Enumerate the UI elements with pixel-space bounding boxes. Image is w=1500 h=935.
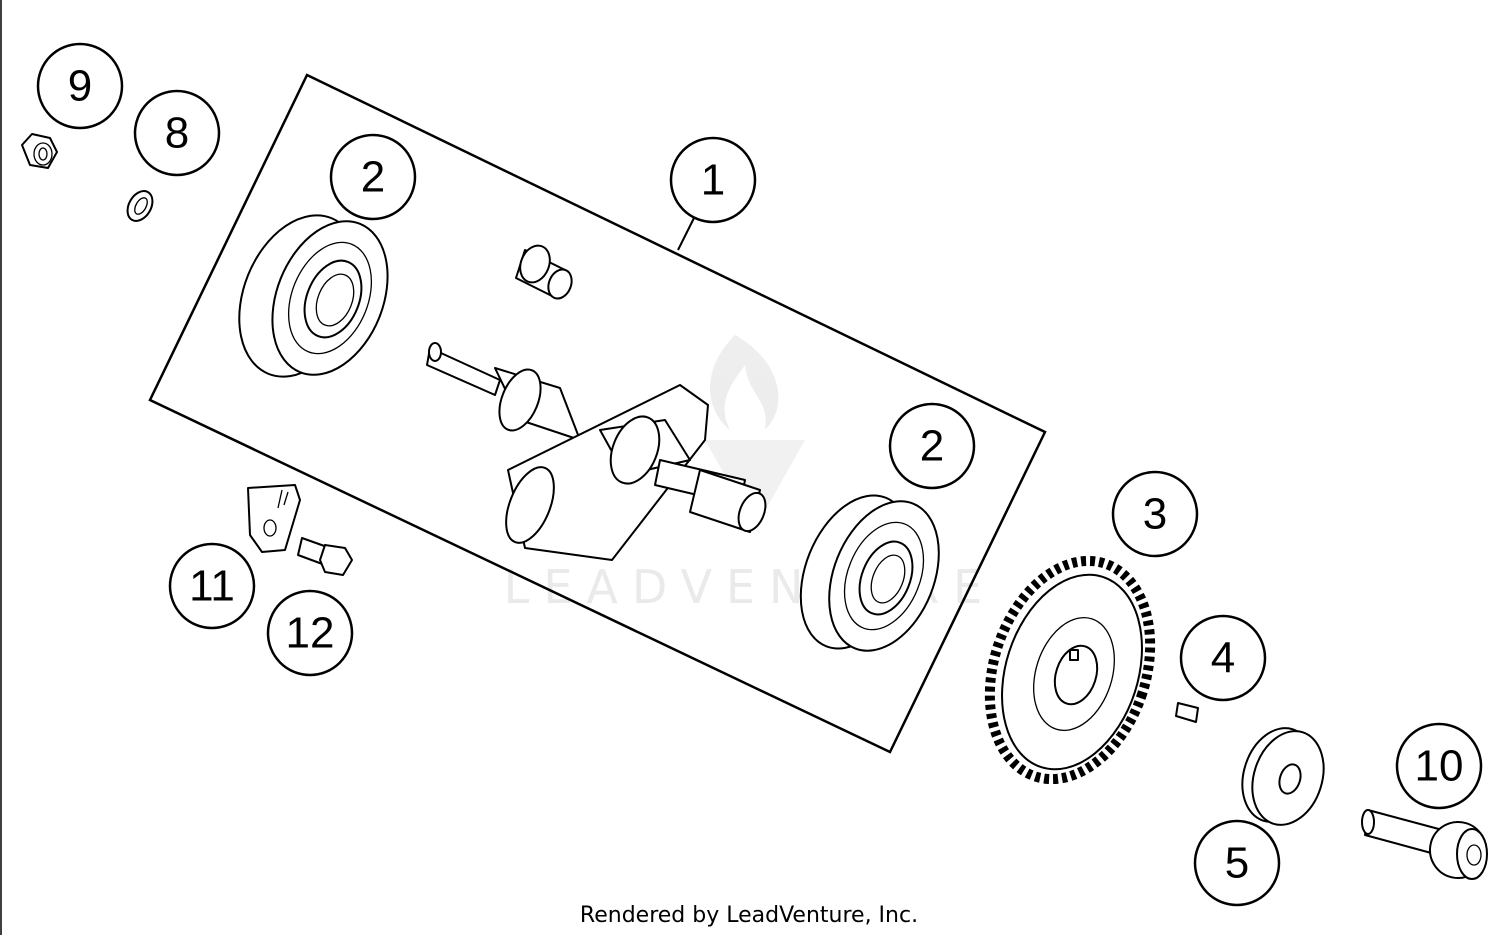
callout-1-label: 1	[701, 156, 725, 205]
washer	[1241, 727, 1325, 826]
callout-2-left[interactable]: 2	[329, 133, 417, 221]
callout-8-label: 8	[165, 109, 189, 158]
callout-5-label: 5	[1225, 839, 1249, 888]
callout-3-label: 3	[1143, 490, 1167, 539]
bearing-right	[799, 494, 940, 652]
bracket	[247, 484, 301, 553]
callout-10[interactable]: 10	[1395, 722, 1483, 810]
callout-4[interactable]: 4	[1179, 614, 1267, 702]
callout-4-label: 4	[1211, 634, 1235, 683]
callout-2-right-label: 2	[920, 422, 944, 471]
callout-11-label: 11	[189, 562, 235, 611]
assembly-box	[148, 73, 1047, 754]
callout-12-label: 12	[286, 609, 335, 658]
callout-9[interactable]: 9	[36, 42, 124, 130]
nut	[21, 133, 58, 169]
callout-5[interactable]: 5	[1193, 819, 1281, 907]
washer-small	[126, 190, 154, 222]
bearing-left	[238, 214, 389, 378]
credit-text: Rendered by LeadVenture, Inc.	[580, 903, 918, 928]
callout-12[interactable]: 12	[266, 589, 354, 677]
bolt	[1361, 809, 1488, 880]
callout-2-left-label: 2	[361, 153, 385, 202]
callout-3[interactable]: 3	[1111, 470, 1199, 558]
key	[1175, 702, 1199, 723]
callout-8[interactable]: 8	[133, 89, 221, 177]
callout-1[interactable]: 1	[669, 136, 757, 224]
small-bolt	[297, 537, 353, 576]
callout-11[interactable]: 11	[168, 542, 256, 630]
crank-pin	[515, 244, 573, 300]
callout-2-right[interactable]: 2	[888, 402, 976, 490]
gear	[984, 555, 1156, 785]
callout-9-label: 9	[68, 62, 92, 111]
callout-10-label: 10	[1415, 742, 1464, 791]
crankshaft	[426, 342, 767, 561]
